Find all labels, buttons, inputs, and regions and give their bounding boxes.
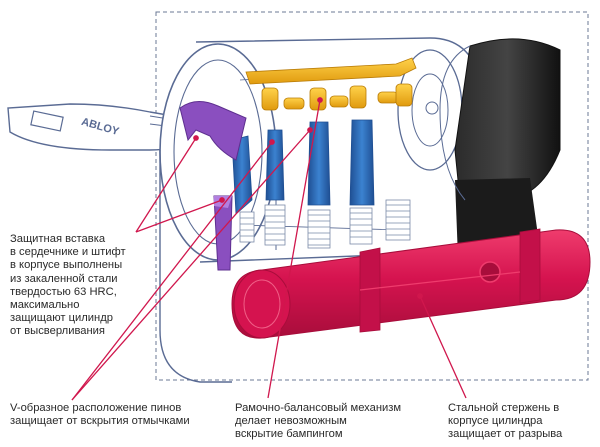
callout-line: от высверливания: [10, 325, 105, 338]
leader-lines: [71, 97, 467, 401]
leader-rod: [419, 295, 467, 399]
leader-insert-b: [135, 199, 223, 233]
callout-line: делает невозможным: [235, 415, 347, 428]
callout-steel-rod: Стальной стержень в корпусе цилиндра защ…: [448, 402, 562, 442]
rod-threaded-hole: [479, 261, 501, 283]
callout-line: защищает от вскрытия отмычками: [10, 415, 190, 428]
cylinder-body: [159, 37, 503, 383]
leader-frame: [267, 99, 321, 399]
callout-hardened-insert: Защитная вставка в сердечнике и штифт в …: [10, 233, 126, 339]
callout-line: вскрытие бампингом: [235, 428, 343, 441]
callout-frame-balance: Рамочно-балансовый механизм делает невоз…: [235, 402, 401, 442]
callout-line: корпусе цилиндра: [448, 415, 543, 428]
leader-v-pins-a: [71, 141, 273, 401]
leader-v-pins-b: [71, 129, 311, 401]
callout-line: твердостью 63 HRC,: [10, 285, 117, 298]
leader-insert-a: [135, 137, 197, 233]
gold-pins: [261, 83, 413, 111]
pin-1: [264, 129, 286, 246]
pin-2: [307, 121, 331, 249]
callout-line: Рамочно-балансовый механизм: [235, 402, 402, 414]
callout-v-pins: V-образное расположение пинов защищает о…: [10, 402, 190, 428]
balance-frame: [245, 57, 417, 111]
housing-dashed-outline: [155, 11, 589, 381]
callout-line: защищает от разрыва: [448, 428, 563, 441]
callout-line: из закаленной стали: [10, 272, 118, 285]
pin-4-spring: [385, 199, 411, 241]
hardened-insert: [179, 101, 247, 271]
steel-rod: [231, 228, 591, 339]
callout-line: в корпусе выполнены: [10, 259, 123, 272]
pin-3: [349, 119, 375, 245]
blue-pins: [231, 119, 411, 249]
key: ABLOY: [7, 103, 201, 151]
callout-line: защищают цилиндр: [10, 312, 113, 325]
callout-line: максимально: [10, 299, 80, 312]
callout-line: в сердечнике и штифт: [10, 246, 126, 259]
callout-line: Стальной стержень в: [448, 402, 560, 414]
cam: [439, 38, 561, 258]
callout-line: V-образное расположение пинов: [10, 402, 182, 414]
callout-line: Защитная вставка: [10, 233, 106, 245]
